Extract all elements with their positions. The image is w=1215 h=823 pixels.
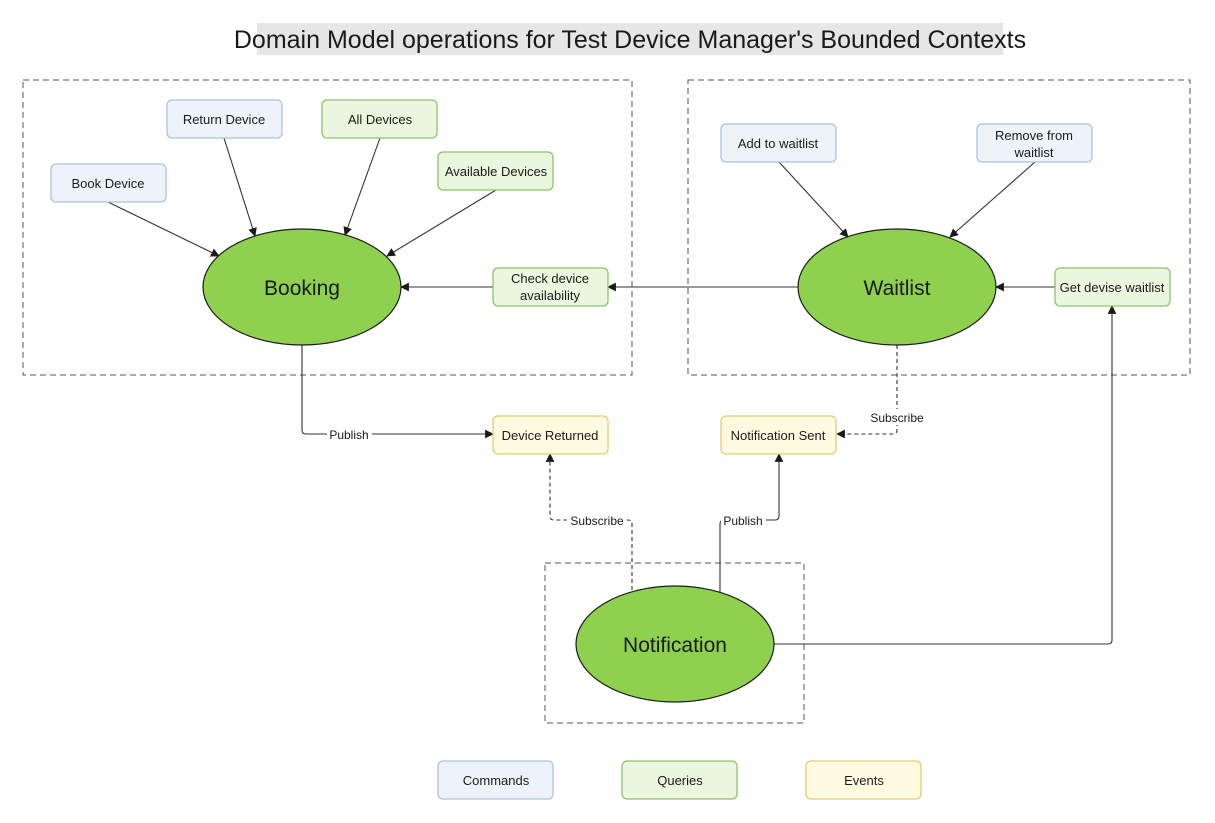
diagram-title: Domain Model operations for Test Device …: [234, 23, 1026, 55]
svg-text:Notification Sent: Notification Sent: [731, 428, 826, 443]
edge-remove-from-waitlist-to-waitlist: [949, 161, 1036, 238]
svg-text:Queries: Queries: [657, 773, 703, 788]
waitlist-context[interactable]: Waitlist: [797, 228, 997, 346]
notification-context[interactable]: Notification: [575, 585, 775, 703]
svg-text:Commands: Commands: [463, 773, 530, 788]
booking-context-frame: [22, 79, 633, 376]
edge-all-devices-to-booking: [343, 137, 381, 236]
svg-text:Remove from: Remove from: [995, 128, 1073, 143]
svg-text:Publish: Publish: [723, 514, 762, 528]
svg-text:waitlist: waitlist: [1013, 145, 1053, 160]
edge-available-devices-to-booking: [386, 189, 497, 257]
command-book-device[interactable]: Book Device: [50, 163, 167, 203]
svg-text:Device Returned: Device Returned: [502, 428, 599, 443]
command-remove-from-waitlist[interactable]: Remove from waitlist: [976, 123, 1093, 163]
svg-text:Subscribe: Subscribe: [870, 411, 924, 425]
svg-text:Subscribe: Subscribe: [570, 514, 624, 528]
edge-booking-publish-device-returned: [301, 345, 494, 439]
svg-text:Get devise waitlist: Get devise waitlist: [1060, 280, 1165, 295]
command-return-device[interactable]: Return Device: [166, 99, 283, 139]
legend-commands: Commands: [437, 760, 554, 800]
query-check-device-availability[interactable]: Check device availability: [492, 267, 609, 307]
edge-label-notification-publish: Publish: [721, 512, 766, 528]
svg-text:Return Device: Return Device: [183, 112, 265, 127]
booking-context[interactable]: Booking: [202, 228, 402, 346]
diagram-title-text: Domain Model operations for Test Device …: [234, 26, 1026, 54]
waitlist-context-label: Waitlist: [864, 277, 931, 300]
svg-text:Add to waitlist: Add to waitlist: [738, 136, 819, 151]
query-all-devices[interactable]: All Devices: [321, 99, 438, 139]
svg-text:Book Device: Book Device: [72, 176, 145, 191]
svg-text:Check device: Check device: [511, 271, 589, 286]
event-device-returned[interactable]: Device Returned: [492, 415, 609, 455]
edge-label-notification-subscribe: Subscribe: [567, 512, 627, 528]
notification-context-label: Notification: [623, 634, 727, 657]
svg-text:Events: Events: [844, 773, 884, 788]
query-get-devise-waitlist[interactable]: Get devise waitlist: [1054, 267, 1171, 307]
svg-text:Available Devices: Available Devices: [445, 164, 548, 179]
waitlist-context-frame: [687, 79, 1191, 376]
edge-label-waitlist-subscribe: Subscribe: [867, 409, 927, 425]
edge-return-device-to-booking: [223, 137, 257, 237]
svg-text:Publish: Publish: [329, 428, 368, 442]
event-notification-sent[interactable]: Notification Sent: [720, 415, 837, 455]
legend-events: Events: [805, 760, 922, 800]
legend: Commands Queries Events: [437, 760, 922, 800]
edge-book-device-to-booking: [107, 201, 220, 257]
edge-add-to-waitlist-to-waitlist: [778, 161, 849, 238]
edge-waitlist-subscribe-notification-sent: [836, 345, 898, 439]
svg-text:All Devices: All Devices: [348, 112, 413, 127]
legend-queries: Queries: [621, 760, 738, 800]
query-available-devices[interactable]: Available Devices: [437, 151, 554, 191]
edge-notification-to-get-waitlist: [774, 305, 1117, 645]
command-add-to-waitlist[interactable]: Add to waitlist: [720, 123, 837, 163]
edge-label-booking-publish: Publish: [327, 426, 372, 442]
booking-context-label: Booking: [264, 277, 340, 300]
svg-text:availability: availability: [520, 288, 580, 303]
